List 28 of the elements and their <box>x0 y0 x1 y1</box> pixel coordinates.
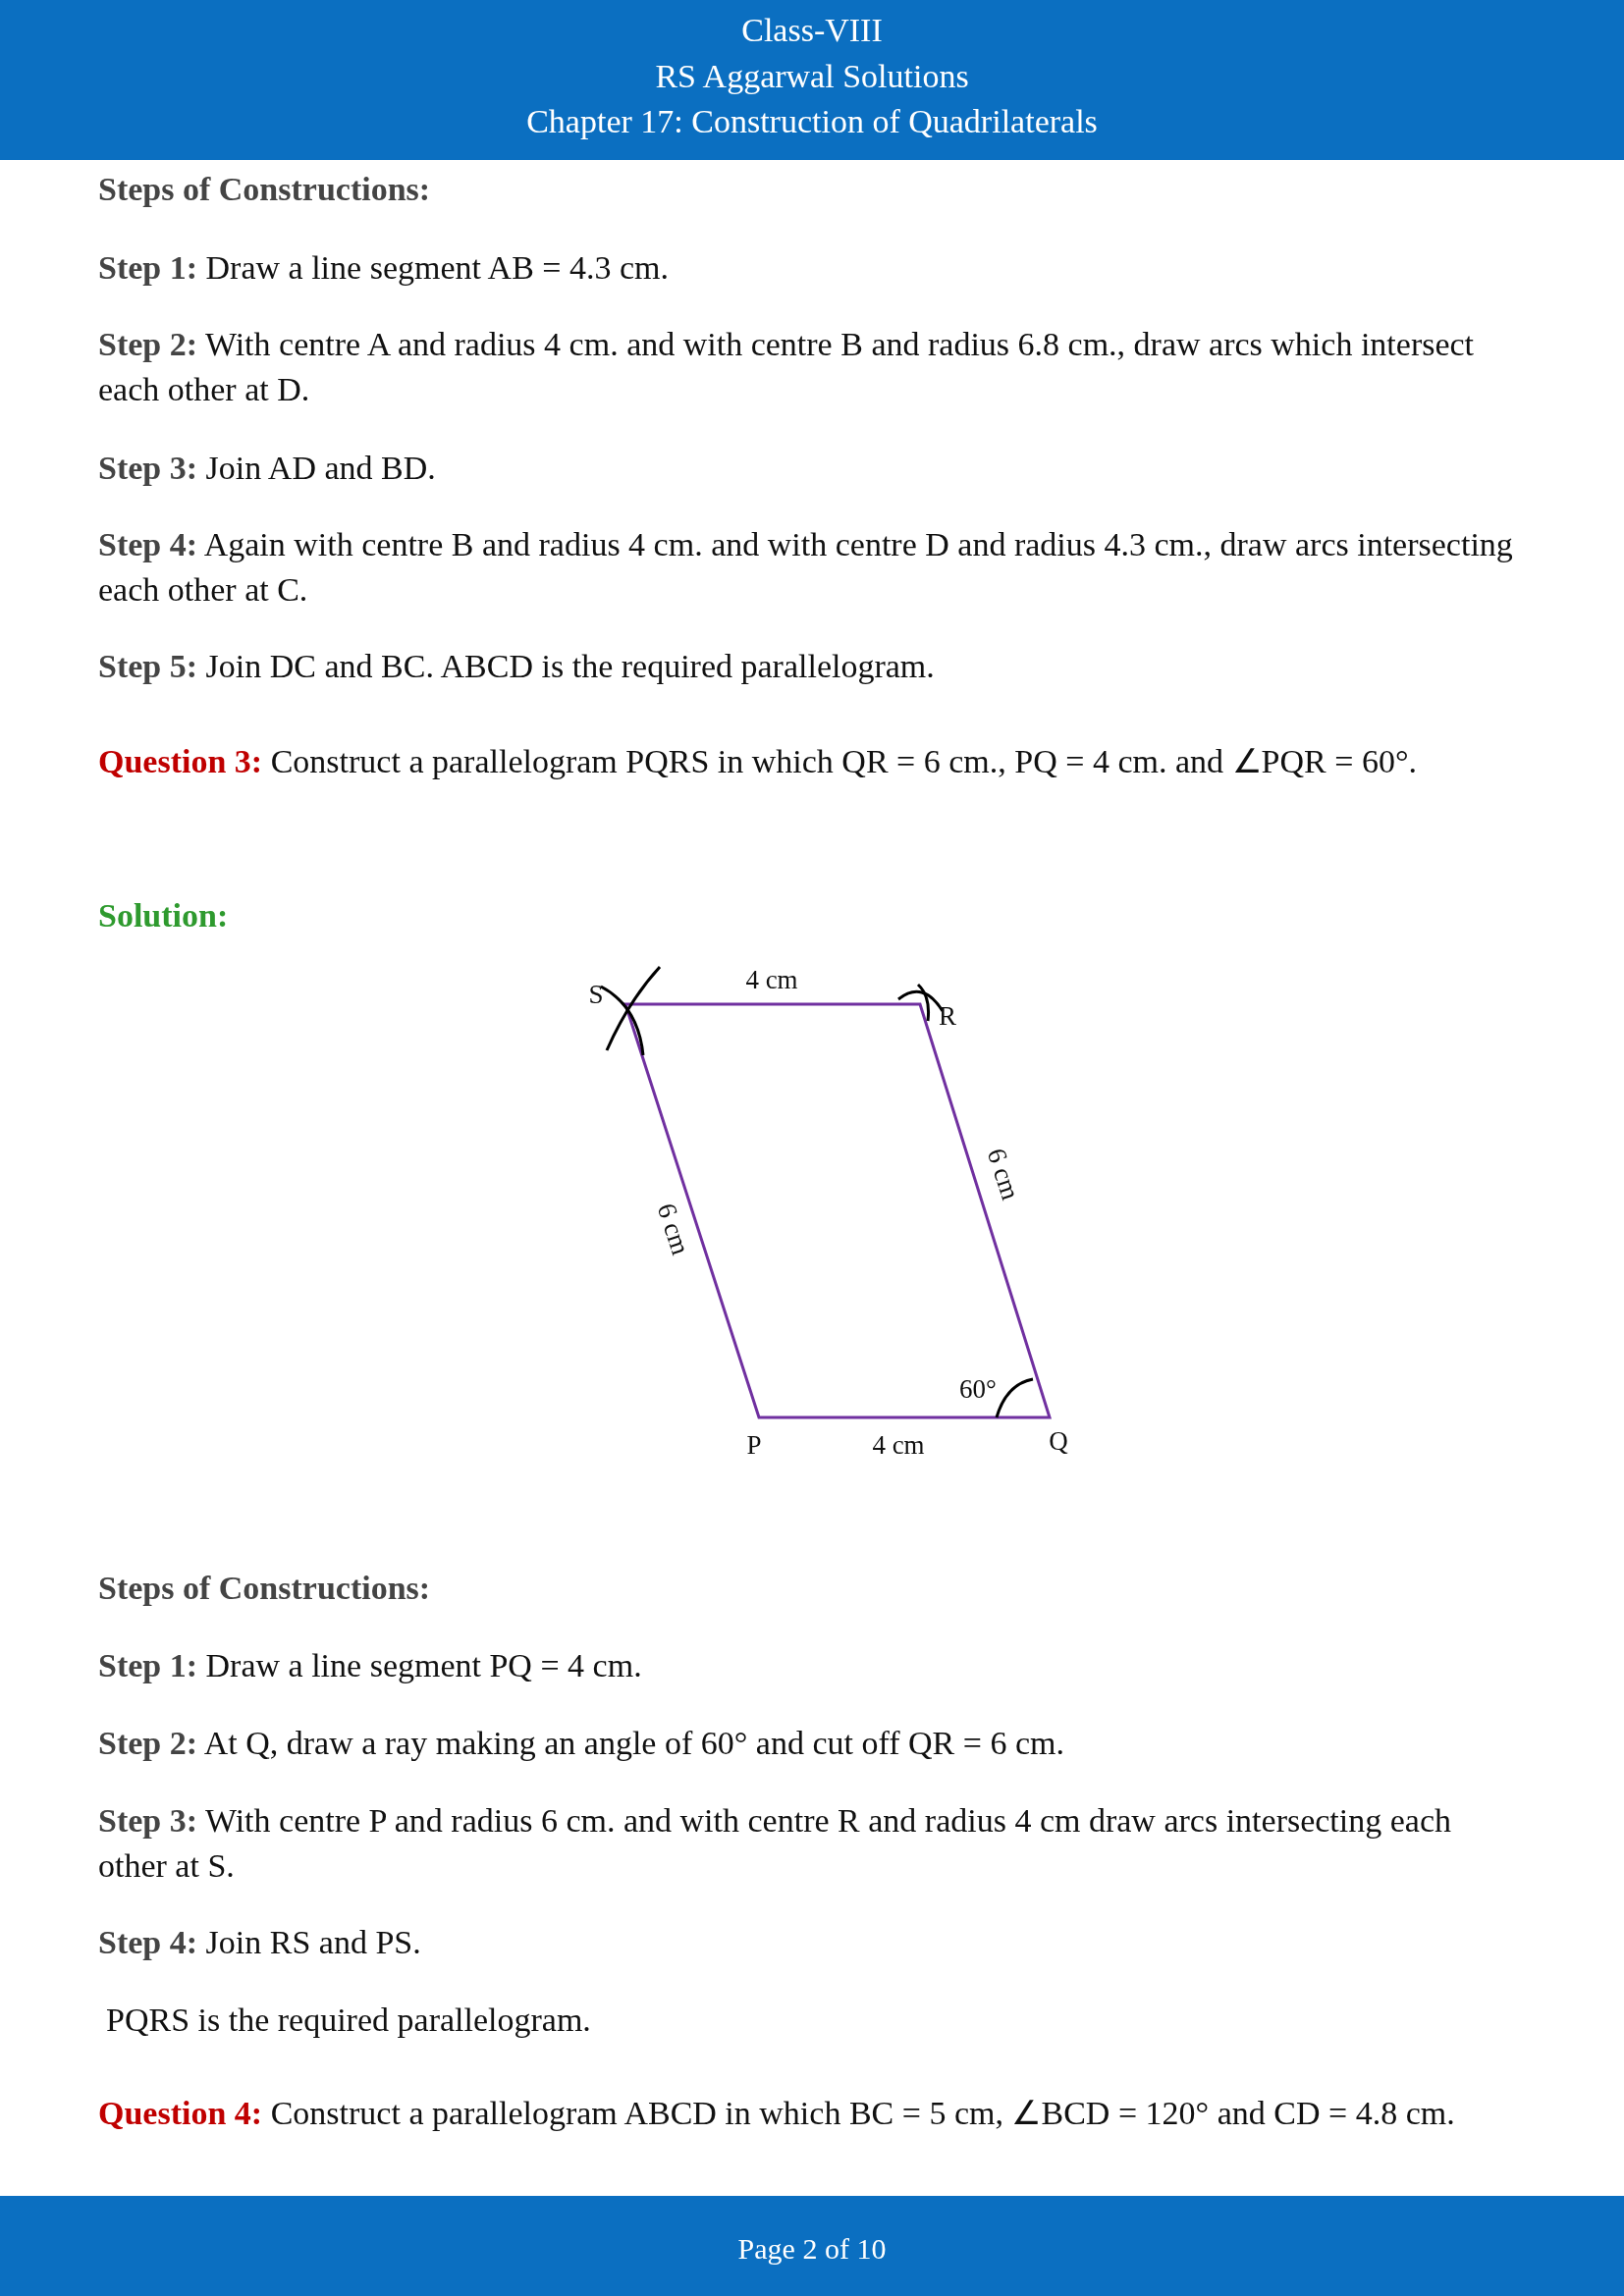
page-number: Page 2 of 10 <box>736 2231 888 2267</box>
step-text: Step 4: Join RS and PS. <box>98 1923 422 1962</box>
header-text: RS Aggarwal Solutions <box>654 57 970 96</box>
step-text: Step 3: With centre P and radius 6 cm. and with centre R and radius 4 cm draw arcs intersecting each other at S. <box>98 1801 1453 1886</box>
section-heading: Steps of Constructions: <box>98 1569 431 1608</box>
step-text: Step 2: With centre A and radius 4 cm. and with centre B and radius 6.8 cm., draw arcs which intersect each other at D. <box>98 325 1476 409</box>
section-heading: Steps of Constructions: <box>98 170 431 209</box>
step-text: Step 4: Again with centre B and radius 4 cm. and with centre D and radius 4.3 cm., draw arcs intersecting each other at C. <box>98 525 1514 610</box>
question-text: Question 4: Construct a parallelogram ABCD in which BC = 5 cm, ∠BCD = 120° and CD = 4.8 cm. <box>98 2094 1456 2133</box>
header-text: Class-VIII <box>740 11 884 50</box>
vertex-label: S <box>588 979 604 1010</box>
conclusion-text: PQRS is the required parallelogram. <box>106 2001 592 2040</box>
step-text: Step 3: Join AD and BD. <box>98 449 437 488</box>
header-text: Chapter 17: Construction of Quadrilaterals <box>525 102 1099 141</box>
length-label: 4 cm <box>872 1429 925 1461</box>
question-text: Question 3: Construct a parallelogram PQRS in which QR = 6 cm., PQ = 4 cm. and ∠PQR = 60°. <box>98 742 1418 781</box>
step-text: Step 2: At Q, draw a ray making an angle of 60° and cut off QR = 6 cm. <box>98 1724 1065 1763</box>
angle-label: 60° <box>959 1373 997 1405</box>
vertex-label: R <box>939 1000 956 1032</box>
vertex-label: P <box>746 1429 762 1461</box>
length-label: 4 cm <box>745 964 798 995</box>
step-text: Step 1: Draw a line segment PQ = 4 cm. <box>98 1646 643 1685</box>
solution-heading: Solution: <box>98 896 229 935</box>
step-text: Step 1: Draw a line segment AB = 4.3 cm. <box>98 248 671 288</box>
vertex-label: Q <box>1049 1425 1068 1457</box>
length-label: 6 cm <box>650 1199 697 1259</box>
step-text: Step 5: Join DC and BC. ABCD is the required parallelogram. <box>98 647 936 686</box>
length-label: 6 cm <box>980 1144 1027 1204</box>
